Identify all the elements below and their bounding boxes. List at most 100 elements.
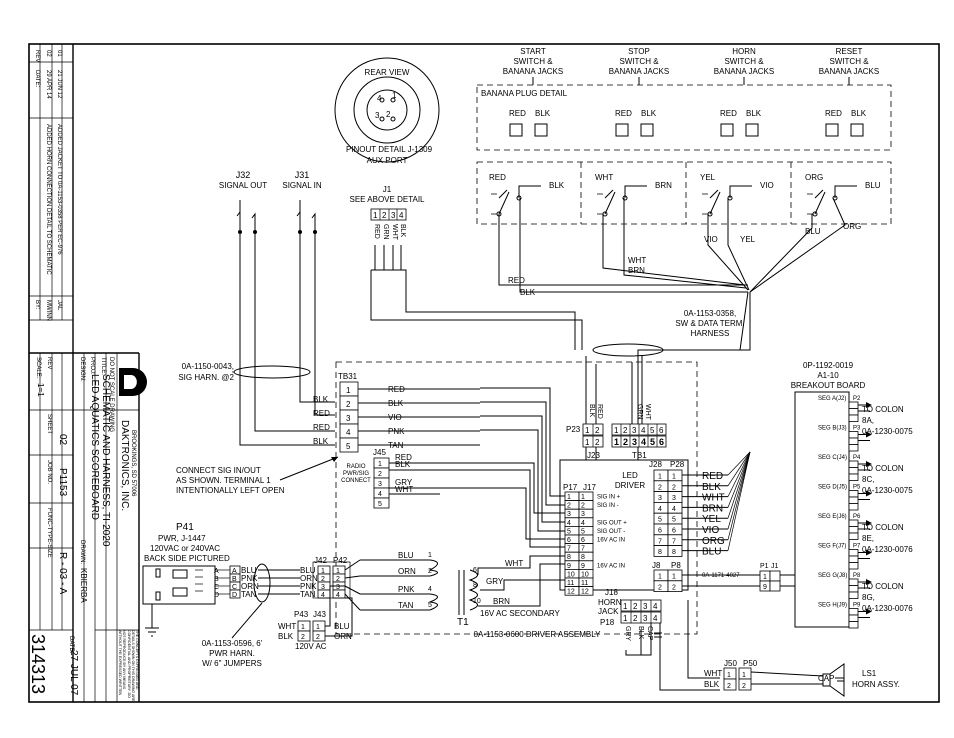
rev-header: REV — [34, 50, 40, 62]
drawn-by: KBIERBA — [79, 568, 88, 603]
j28-pin-7: 7 — [658, 538, 662, 545]
p28-pin-2: 2 — [672, 484, 676, 491]
p28-pin-3: 3 — [672, 495, 676, 502]
drawn-label: DRAWN: — [79, 540, 85, 564]
j45-pin-2: 2 — [378, 471, 382, 478]
p28-label: P28 — [670, 460, 685, 469]
breakout-cable: 0A-1171-4027 — [702, 573, 740, 579]
driver-sig-1: SIG IN + — [597, 495, 621, 501]
colon-part-1: 0A-1230-0075 — [862, 427, 913, 436]
j43-pin-2: 2 — [316, 634, 320, 641]
p17-pin-2: 2 — [567, 503, 571, 510]
p42-label: P42 — [333, 556, 348, 565]
j17-pin-4: 4 — [581, 520, 585, 527]
xfmr-pri-pin-4: 5 — [428, 602, 432, 609]
seg-label-6: SEG F(J7) — [818, 544, 846, 550]
tb1-bot-pin-1: 1 — [614, 437, 619, 447]
xfmr-pri-wire-4: TAN — [398, 601, 414, 610]
tb1-top-pin-3: 3 — [632, 426, 637, 435]
j28-pin-4: 4 — [658, 506, 662, 513]
j50-label: J50 — [724, 659, 737, 668]
scale-value: 1=1 — [36, 383, 45, 397]
p28-pin-7: 7 — [672, 538, 676, 545]
p17-pin-9: 9 — [567, 563, 571, 570]
plug-wire-4: TAN — [241, 590, 257, 599]
j42-wire-4: TAN — [300, 590, 316, 599]
tb31-pin-3: 3 — [346, 414, 351, 423]
j45-wire-wht: WHT — [395, 485, 413, 494]
plug-row-2: C — [232, 584, 237, 591]
j17-pin-9: 9 — [581, 563, 585, 570]
p17-label: P17 — [563, 483, 578, 492]
j1-pin-3: 3 — [391, 211, 396, 220]
driver-out-wire-5: YEL — [702, 514, 721, 525]
proj-label: PROJ: — [89, 357, 95, 375]
harness-wht: WHT — [628, 256, 646, 265]
switch-subtitle-3: SWITCH & — [724, 57, 764, 66]
p18-pin-3: 3 — [643, 614, 648, 623]
xfmr-pri-wire-2: ORN — [398, 567, 416, 576]
rev-01: 01 — [56, 50, 62, 57]
j50-pin-2: 2 — [727, 683, 731, 690]
j45-radio: RADIO — [346, 464, 365, 470]
horn-assy-label: HORN ASSY. — [852, 680, 900, 689]
j17-pin-5: 5 — [581, 528, 585, 535]
plug-row-0: A — [232, 568, 237, 575]
switch-wire-l-1: RED — [489, 173, 506, 182]
pinout-detail: PINOUT DETAIL J-1309 — [346, 145, 433, 154]
drawing-title: SCHEMATIC AND HARNESS, TI-2020 — [100, 374, 111, 547]
project-name: LED AQUATICS SCOREBOARD — [89, 374, 100, 520]
j43-label: J43 — [313, 610, 326, 619]
plug-blk-2: BLK — [641, 109, 657, 118]
j1-pin-4: 4 — [399, 211, 404, 220]
plug-red-2: RED — [615, 109, 632, 118]
seg-label-1: SEG A(J2) — [818, 396, 846, 402]
colon-part-2: 0A-1230-0075 — [862, 486, 913, 495]
j8-label: J8 — [652, 561, 661, 570]
switch-wire-r-3: VIO — [760, 181, 774, 190]
j17-pin-10: 10 — [581, 571, 589, 578]
tb1-bot-pin-2: 2 — [623, 437, 628, 447]
j42-wire-1: BLU — [300, 566, 316, 575]
tb1-top-pin-6: 6 — [659, 426, 664, 435]
xfmr-sec-wht: WHT — [505, 559, 523, 568]
colon-label-4: TO COLON — [862, 582, 904, 591]
colon-part-4: 0A-1230-0076 — [862, 604, 913, 613]
plug-red-4: RED — [825, 109, 842, 118]
signal-jacks: J32 SIGNAL OUT J31 SIGNAL IN — [219, 170, 335, 446]
breakout-name: BREAKOUT BOARD — [791, 381, 866, 390]
plug-row-3: D — [232, 592, 237, 599]
seg-label-7: SEG G(J8) — [818, 573, 847, 579]
p23-pin-2: 2 — [595, 426, 600, 435]
switch-subtitle-1: SWITCH & — [513, 57, 553, 66]
aux-pin-4: 4 — [377, 94, 382, 103]
job-number: P1153 — [57, 468, 68, 497]
sheet-label: SHEET — [46, 414, 52, 434]
switch-title-4: RESET — [836, 47, 863, 56]
xfmr-sec-pin-1: 6 — [473, 567, 477, 574]
switch-wire-r-1: BLK — [549, 181, 565, 190]
pwr-harness-jumpers: W/ 6" JUMPERS — [202, 659, 262, 668]
horn-jack-1: HORN — [598, 598, 622, 607]
sw-harness-part: 0A-1153-0358, — [684, 309, 736, 318]
j1-connector: J1 SEE ABOVE DETAIL 1 2 3 4 RED GRN WHT … — [350, 185, 583, 350]
scale-label: SCALE: — [35, 357, 41, 379]
plug-red-3: RED — [720, 109, 737, 118]
j42-pin-2: 2 — [321, 576, 325, 583]
p28-pin-4: 4 — [672, 506, 676, 513]
plug-pin-1: B — [214, 576, 219, 583]
j45-pwrsig: PWR/SIG — [343, 471, 369, 477]
tb31-left-wire-4: BLK — [313, 437, 329, 446]
tb1-bot-pin-5: 5 — [650, 437, 655, 447]
j32-label: J32 — [236, 170, 251, 180]
tb31-pin-2: 2 — [346, 400, 351, 409]
tb31-pin-4: 4 — [346, 428, 351, 437]
j45-pin-3: 3 — [378, 481, 382, 488]
p50-label: P50 — [743, 659, 758, 668]
switch-harness-wires: RED BLK WHT BRN VIO YEL BLU ORG — [498, 197, 861, 428]
